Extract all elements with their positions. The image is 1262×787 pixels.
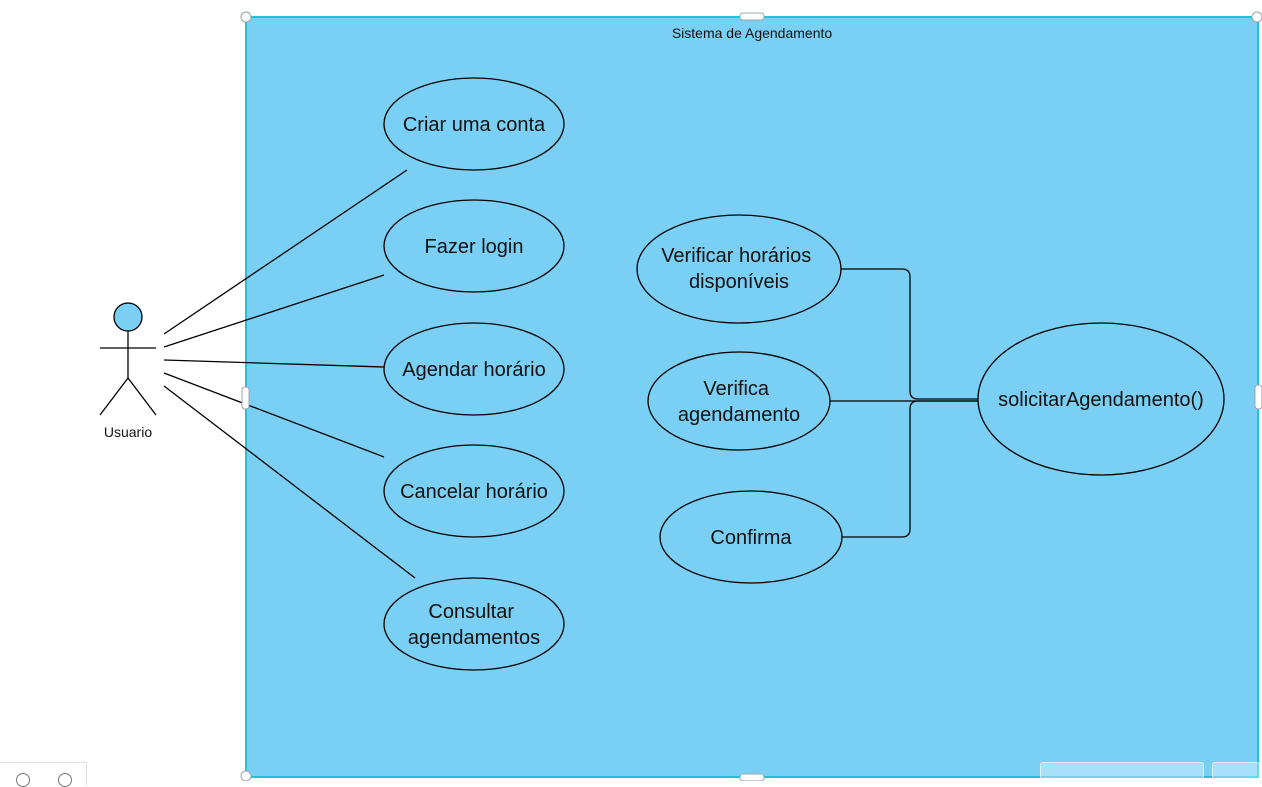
bottom-left-controls[interactable] bbox=[0, 762, 87, 787]
usecase-criar-uma-conta[interactable]: Criar uma conta bbox=[383, 77, 565, 171]
usecase-solicitar-agendamento[interactable]: solicitarAgendamento() bbox=[977, 322, 1225, 476]
usecase-cancelar-horario[interactable]: Cancelar horário bbox=[383, 444, 565, 538]
association-criar[interactable] bbox=[163, 169, 408, 335]
actor-label: Usuario bbox=[104, 424, 152, 440]
zoom-icon[interactable] bbox=[16, 773, 30, 787]
resize-handle-top-right[interactable] bbox=[1251, 11, 1262, 23]
play-icon[interactable] bbox=[58, 773, 72, 787]
actor-left-leg bbox=[99, 377, 129, 416]
resize-handle-bottom[interactable] bbox=[739, 773, 765, 782]
usecase-label: Confirma bbox=[710, 527, 792, 549]
usecase-label: Consultar agendamentos bbox=[408, 601, 540, 649]
association-cancelar[interactable] bbox=[163, 372, 385, 458]
usecase-label: Cancelar horário bbox=[400, 481, 548, 503]
resize-handle-bottom-left[interactable] bbox=[240, 770, 252, 782]
usecase-label: Fazer login bbox=[425, 236, 524, 258]
resize-handle-top-left[interactable] bbox=[240, 11, 252, 23]
usecase-confirma[interactable]: Confirma bbox=[659, 490, 843, 584]
actor-usuario[interactable]: Usuario bbox=[99, 302, 157, 440]
usecase-fazer-login[interactable]: Fazer login bbox=[383, 199, 565, 293]
association-consultar[interactable] bbox=[163, 385, 416, 579]
association-agendar[interactable] bbox=[163, 359, 385, 368]
usecase-label: solicitarAgendamento() bbox=[998, 389, 1204, 411]
system-title: Sistema de Agendamento bbox=[672, 25, 833, 41]
resize-handle-left[interactable] bbox=[241, 386, 250, 410]
bottom-toolbar-button[interactable] bbox=[1212, 762, 1260, 786]
usecase-label: Agendar horário bbox=[402, 359, 545, 381]
connector-confirma[interactable] bbox=[842, 400, 978, 538]
association-login[interactable] bbox=[163, 274, 385, 348]
connector-verificar-horarios[interactable] bbox=[841, 268, 978, 400]
resize-handle-right[interactable] bbox=[1254, 384, 1262, 410]
actor-right-leg bbox=[127, 377, 157, 416]
usecase-label: Criar uma conta bbox=[403, 114, 546, 136]
usecase-verifica-agendamento[interactable]: Verifica agendamento bbox=[647, 351, 831, 451]
usecase-consultar-agendamentos[interactable]: Consultar agendamentos bbox=[383, 577, 565, 671]
usecase-verificar-horarios[interactable]: Verificar horários disponíveis bbox=[636, 214, 842, 324]
usecase-label: Verifica agendamento bbox=[678, 378, 800, 426]
bottom-toolbar[interactable] bbox=[1040, 762, 1204, 786]
resize-handle-top[interactable] bbox=[739, 12, 765, 21]
actor-head bbox=[113, 302, 143, 332]
usecase-label: Verificar horários disponíveis bbox=[661, 245, 817, 293]
usecase-agendar-horario[interactable]: Agendar horário bbox=[383, 322, 565, 416]
